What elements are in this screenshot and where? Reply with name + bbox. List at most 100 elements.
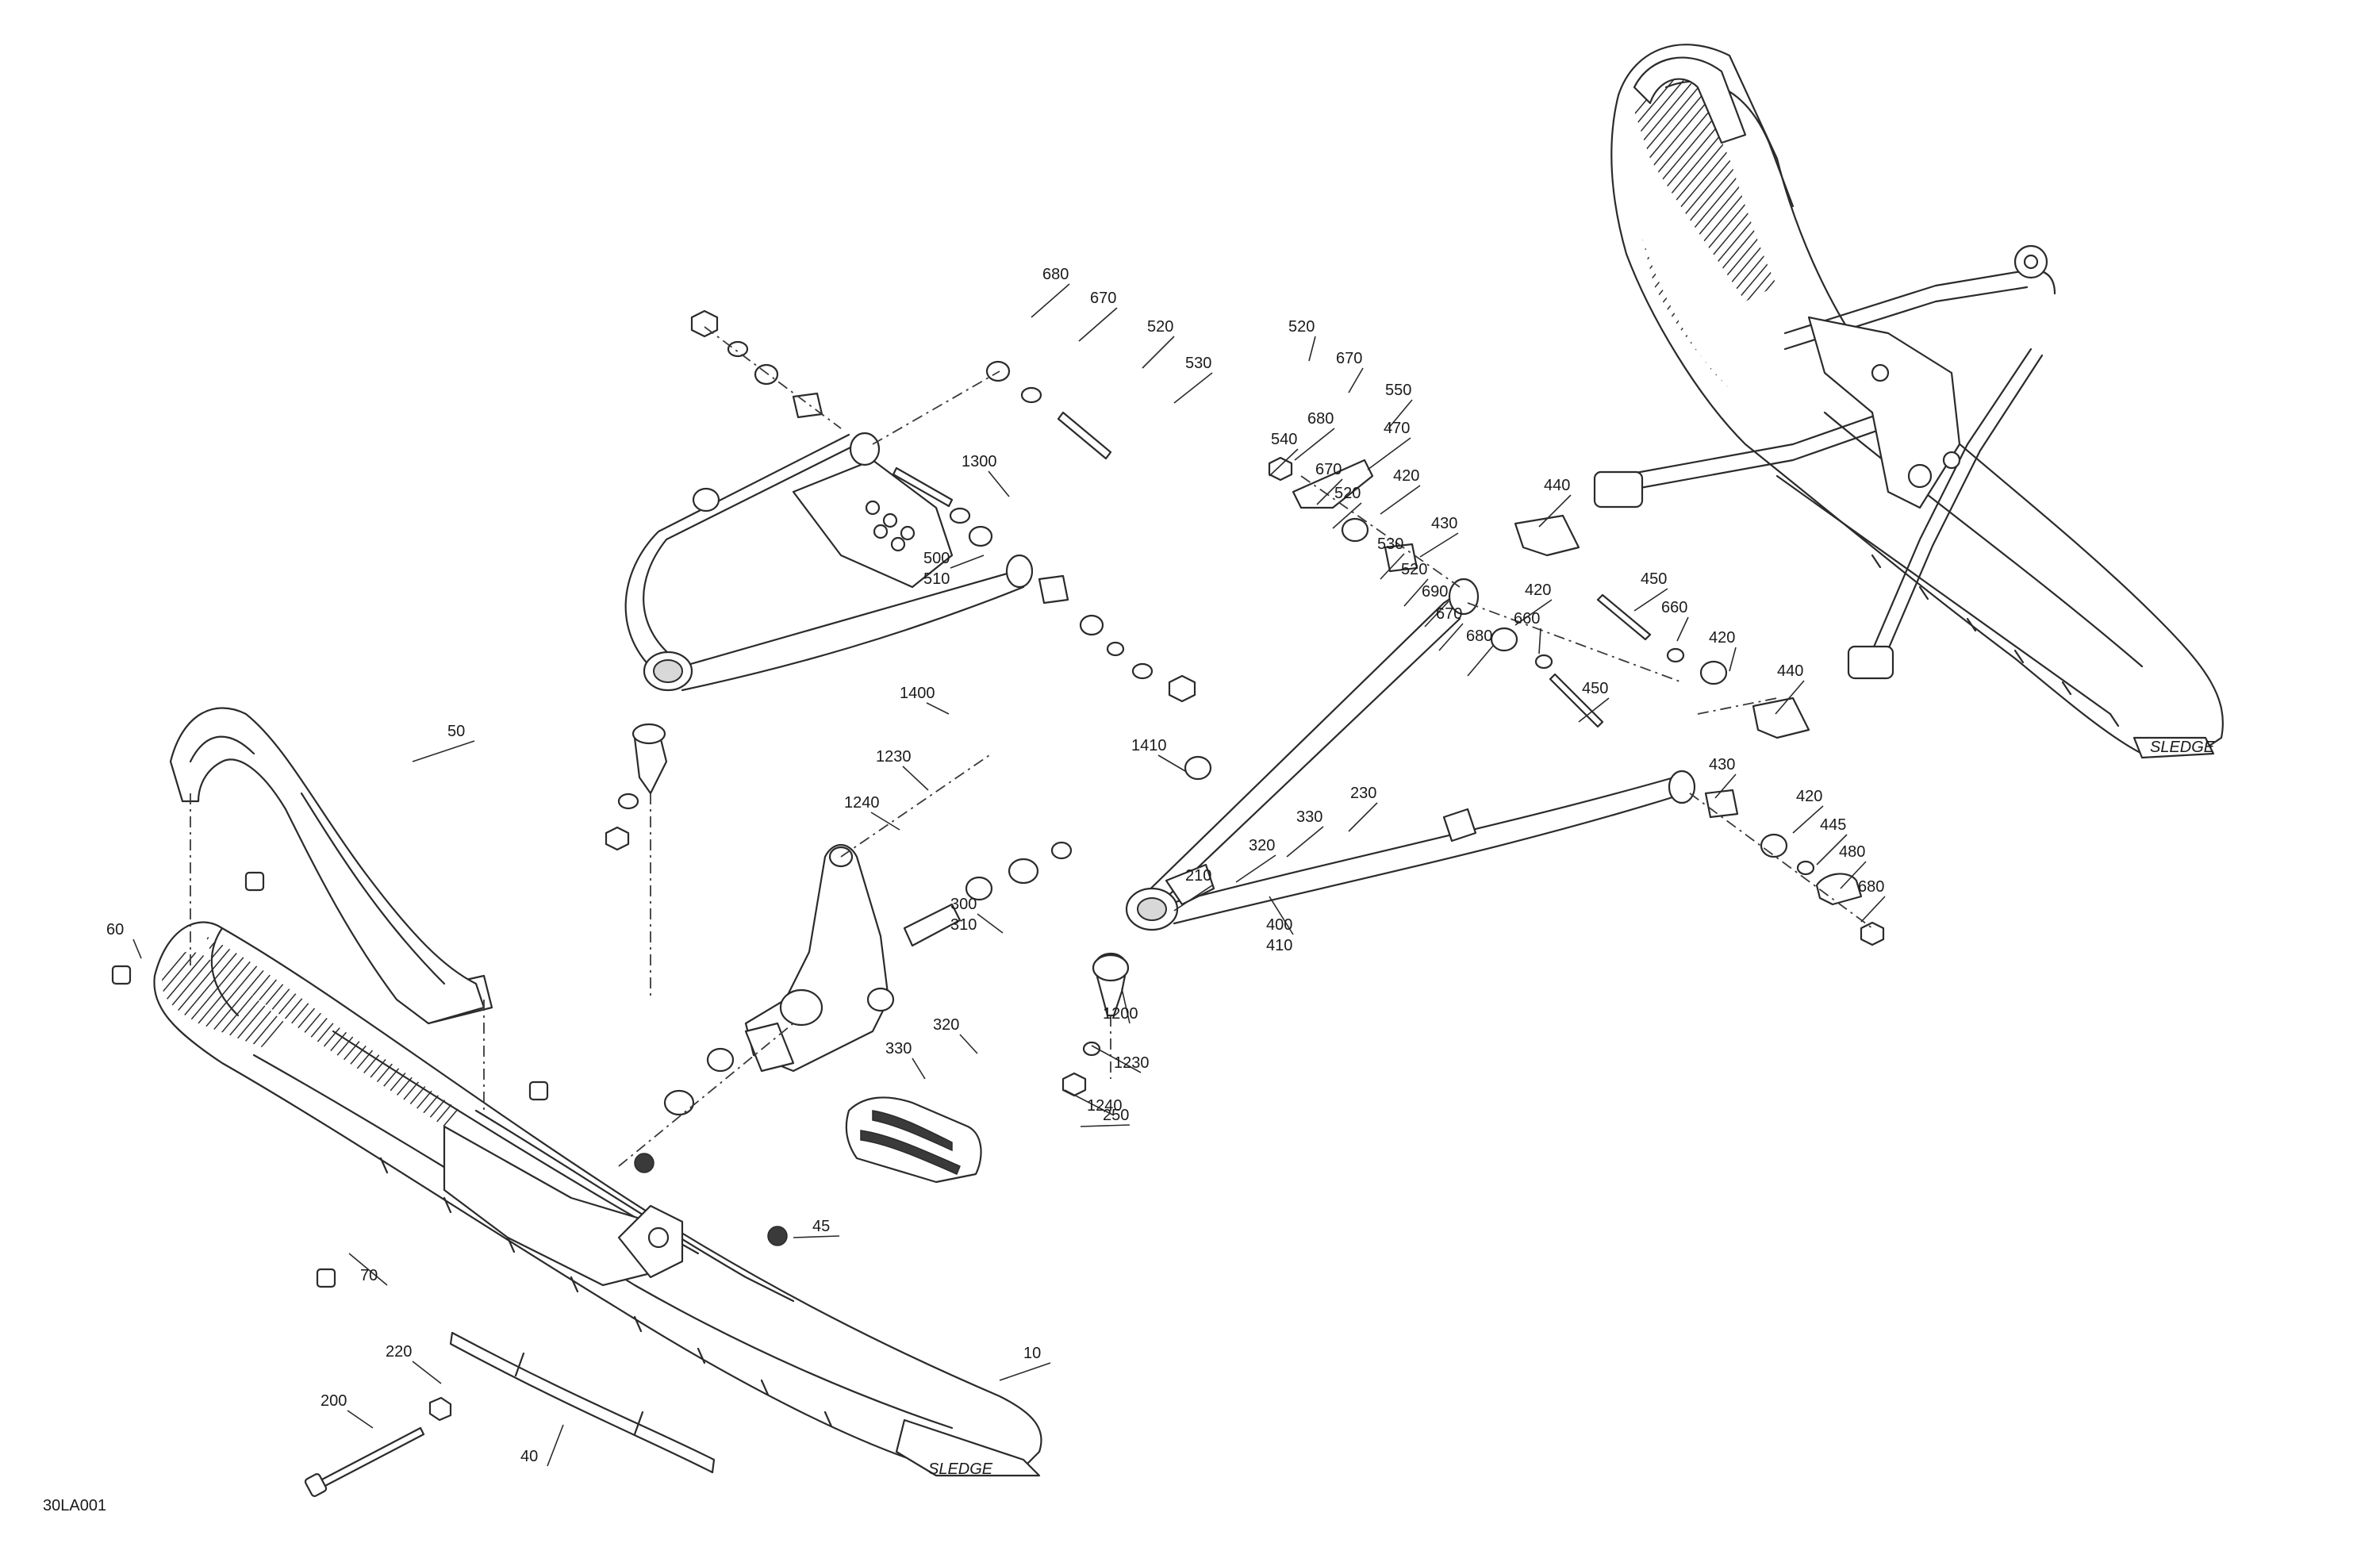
callout-c520a: 520 [1142, 318, 1175, 369]
ski-brand-text-left: SLEDGE [928, 1460, 993, 1478]
callout-c1230a: 1230 [876, 748, 929, 791]
nut-220 [428, 1396, 452, 1422]
callout-label: 500 [923, 550, 950, 567]
callout-c1240a: 1240 [844, 794, 900, 831]
lower-a-arm [1125, 578, 1696, 931]
callout-c420a: 420 [1380, 467, 1421, 515]
ski-bolt-part [304, 1426, 425, 1497]
callout-c45: 45 [793, 1218, 840, 1238]
fastener-stacks [605, 309, 1885, 1116]
callout-label: 320 [933, 1016, 959, 1034]
callout-c530b: 530 [1377, 535, 1405, 580]
callout-label: 420 [1796, 788, 1822, 805]
callout-c550: 550 [1385, 382, 1413, 429]
leader-line [1173, 372, 1213, 404]
callout-c1410: 1410 [1131, 737, 1186, 772]
leader-line [1078, 307, 1118, 342]
callout-label: 320 [1249, 837, 1275, 854]
callout-c60: 60 [106, 921, 142, 959]
callout-c670a: 670 [1078, 290, 1118, 342]
leader-line [1091, 1045, 1142, 1073]
callout-label: 520 [1147, 318, 1173, 336]
callout-label: 450 [1641, 570, 1667, 588]
leader-line [1388, 399, 1413, 429]
callout-c510: 510 [923, 570, 950, 588]
leader-line [1729, 647, 1737, 672]
ball-joints [631, 723, 1130, 1017]
callout-c320a: 320 [1235, 837, 1276, 883]
callout-label: 210 [1185, 867, 1211, 885]
callout-c450b: 450 [1578, 680, 1610, 723]
leader-line [1438, 623, 1464, 651]
leader-line [1860, 896, 1886, 923]
ski-brand-text: SLEDGE [2150, 739, 2215, 756]
leader-line [1816, 834, 1848, 866]
callout-c540: 540 [1269, 431, 1299, 477]
callout-label: 450 [1582, 680, 1608, 697]
callout-c670d: 670 [1436, 605, 1464, 651]
leader-line [132, 938, 142, 959]
leader-line [1235, 854, 1276, 883]
callout-label: 70 [360, 1267, 378, 1284]
callout-c440a: 440 [1538, 477, 1572, 528]
leader-line [1286, 826, 1324, 858]
leader-line [988, 470, 1010, 497]
leader-line [1538, 494, 1572, 528]
callout-c330a: 330 [1286, 808, 1324, 858]
leader-line [950, 555, 985, 569]
callout-c660a: 660 [1514, 610, 1541, 654]
leader-line [412, 1361, 442, 1384]
callout-c430b: 430 [1709, 756, 1737, 799]
leader-line [1380, 485, 1421, 515]
ski-handle-part [169, 707, 486, 1025]
callout-label: 1300 [962, 453, 997, 470]
leader-line [1031, 283, 1070, 318]
callout-c660b: 660 [1661, 599, 1689, 642]
part-callouts: 6806705205305206705505406705201300500510… [106, 266, 1886, 1467]
right-ski-assembly: SLEDGE [1593, 44, 2224, 759]
callout-c220: 220 [386, 1343, 442, 1384]
callout-c50: 50 [412, 723, 475, 762]
leader-line [1840, 861, 1867, 889]
callout-c1230b: 1230 [1091, 1045, 1150, 1073]
leader-line [1676, 616, 1689, 642]
callout-c400: 400 [1266, 896, 1294, 935]
callout-label: 40 [520, 1448, 538, 1465]
leader-line [902, 766, 929, 791]
callout-c330b: 330 [885, 1040, 926, 1080]
callout-label: 400 [1266, 916, 1292, 934]
leader-line [1403, 578, 1429, 607]
callout-c230: 230 [1348, 785, 1378, 832]
callout-label: 220 [386, 1343, 412, 1361]
callout-label: 310 [950, 916, 977, 934]
assembly-lines [190, 326, 1873, 1167]
callout-label: 1230 [1114, 1054, 1150, 1072]
circlip-1410 [1184, 755, 1212, 781]
leader-line [1269, 896, 1294, 935]
callout-label: 670 [1090, 290, 1116, 307]
callout-label: 200 [321, 1392, 347, 1410]
callout-label: 60 [106, 921, 124, 938]
callout-label: 420 [1709, 629, 1735, 647]
callout-c310: 310 [950, 916, 977, 934]
callout-label: 660 [1661, 599, 1687, 616]
ski-fasteners [111, 871, 788, 1288]
callout-c40: 40 [520, 1424, 564, 1467]
callout-label: 230 [1350, 785, 1376, 802]
callout-label: 530 [1185, 355, 1211, 372]
callout-label: 670 [1436, 605, 1462, 623]
callout-c680b: 680 [1466, 628, 1494, 677]
leader-line [999, 1362, 1051, 1381]
leader-line [1348, 367, 1364, 393]
leader-line [1380, 553, 1405, 580]
callout-label: 440 [1544, 477, 1570, 494]
leader-line [348, 1253, 388, 1286]
callout-label: 1400 [900, 685, 935, 702]
callout-c1400: 1400 [900, 685, 950, 715]
leader-line [1121, 988, 1130, 1024]
callout-label: 530 [1377, 535, 1403, 553]
leader-line [1308, 336, 1316, 362]
leader-line [1064, 1089, 1115, 1116]
callout-label: 420 [1525, 582, 1551, 599]
callout-c670c: 670 [1315, 461, 1343, 505]
